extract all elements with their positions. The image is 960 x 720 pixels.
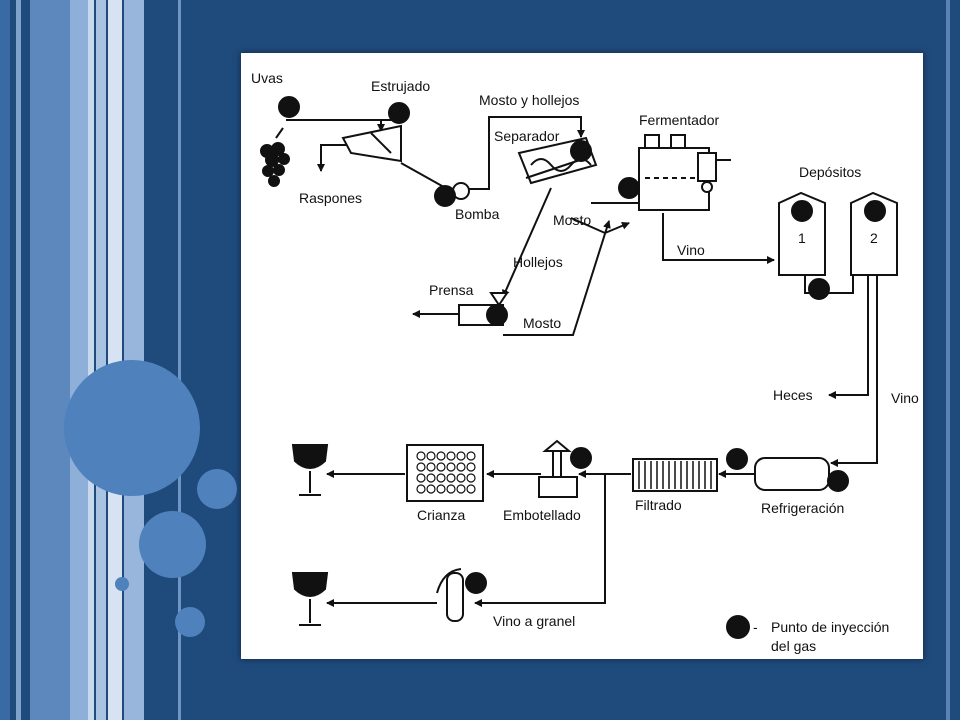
gas-injection-point <box>486 304 508 326</box>
legend-text-line1: Punto de inyección <box>771 619 889 635</box>
gas-injection-point <box>465 572 487 594</box>
label-tank-1: 1 <box>798 230 806 246</box>
bg-stripe <box>30 0 70 720</box>
bg-stripe <box>0 0 10 720</box>
label-heces: Heces <box>773 387 813 403</box>
flow-line <box>604 222 630 234</box>
gas-injection-point <box>570 140 592 162</box>
label-bomba: Bomba <box>455 206 500 222</box>
label-tank-2: 2 <box>870 230 878 246</box>
winemaking-process-diagram: Uvas Estrujado Mosto y hollejos Separado… <box>241 53 923 659</box>
flow-line <box>828 275 869 399</box>
gas-injection-point <box>864 200 886 222</box>
label-embotellado: Embotellado <box>503 507 581 523</box>
flow-line <box>317 144 346 172</box>
label-raspones: Raspones <box>299 190 362 206</box>
legend-dash: - <box>753 619 758 635</box>
grapes-icon <box>260 127 290 187</box>
gas-injection-point <box>434 185 456 207</box>
legend-injection-point-icon <box>726 615 750 639</box>
gas-injection-point <box>726 448 748 470</box>
bg-stripe <box>96 0 106 720</box>
flow-line <box>662 213 775 264</box>
gas-injection-point <box>278 96 300 118</box>
process-flow-svg: Uvas Estrujado Mosto y hollejos Separado… <box>251 70 919 654</box>
label-estrujado: Estrujado <box>371 78 430 94</box>
gas-cylinder-icon <box>436 568 464 622</box>
storage-tank-1-icon <box>778 191 826 276</box>
label-vino-fermentador: Vino <box>677 242 705 258</box>
label-depositos: Depósitos <box>799 164 861 180</box>
flow-line <box>502 187 552 298</box>
bg-stripe <box>108 0 122 720</box>
flow-line <box>570 217 606 234</box>
decorative-circle <box>175 607 205 637</box>
flow-line <box>469 116 585 190</box>
flow-line <box>503 220 611 336</box>
label-vino-granel: Vino a granel <box>493 613 575 629</box>
label-uvas: Uvas <box>251 70 283 86</box>
decorative-circle <box>64 360 200 496</box>
bg-stripe <box>946 0 950 720</box>
label-mosto-hollejos: Mosto y hollejos <box>479 92 579 108</box>
bg-stripe <box>88 0 94 720</box>
flow-line <box>830 275 878 467</box>
refrigeration-unit-icon <box>754 457 830 491</box>
bg-stripe <box>16 0 21 720</box>
gas-injection-point <box>808 278 830 300</box>
label-fermentador: Fermentador <box>639 112 719 128</box>
gas-injection-point <box>618 177 640 199</box>
flow-line <box>474 474 606 607</box>
label-mosto-separador: Mosto <box>553 212 591 228</box>
label-refrigeracion: Refrigeración <box>761 500 844 516</box>
legend-text-line2: del gas <box>771 638 816 654</box>
gas-injection-point <box>570 447 592 469</box>
decorative-circle <box>197 469 237 509</box>
bg-stripe <box>178 0 181 720</box>
gas-injection-point <box>827 470 849 492</box>
label-separador: Separador <box>494 128 560 144</box>
decorative-circle <box>139 511 206 578</box>
label-hollejos: Hollejos <box>513 254 563 270</box>
gas-injection-point <box>388 102 410 124</box>
wine-glass-icon <box>291 444 329 496</box>
crusher-icon <box>341 124 402 163</box>
bg-stripe <box>70 0 88 720</box>
gas-injection-point <box>791 200 813 222</box>
bottling-machine-icon <box>538 439 578 498</box>
label-crianza: Crianza <box>417 507 465 523</box>
label-vino-depositos: Vino <box>891 390 919 406</box>
decorative-circle <box>115 577 129 591</box>
label-prensa: Prensa <box>429 282 474 298</box>
wine-glass-icon <box>291 572 329 626</box>
label-filtrado: Filtrado <box>635 497 682 513</box>
label-mosto-prensa: Mosto <box>523 315 561 331</box>
